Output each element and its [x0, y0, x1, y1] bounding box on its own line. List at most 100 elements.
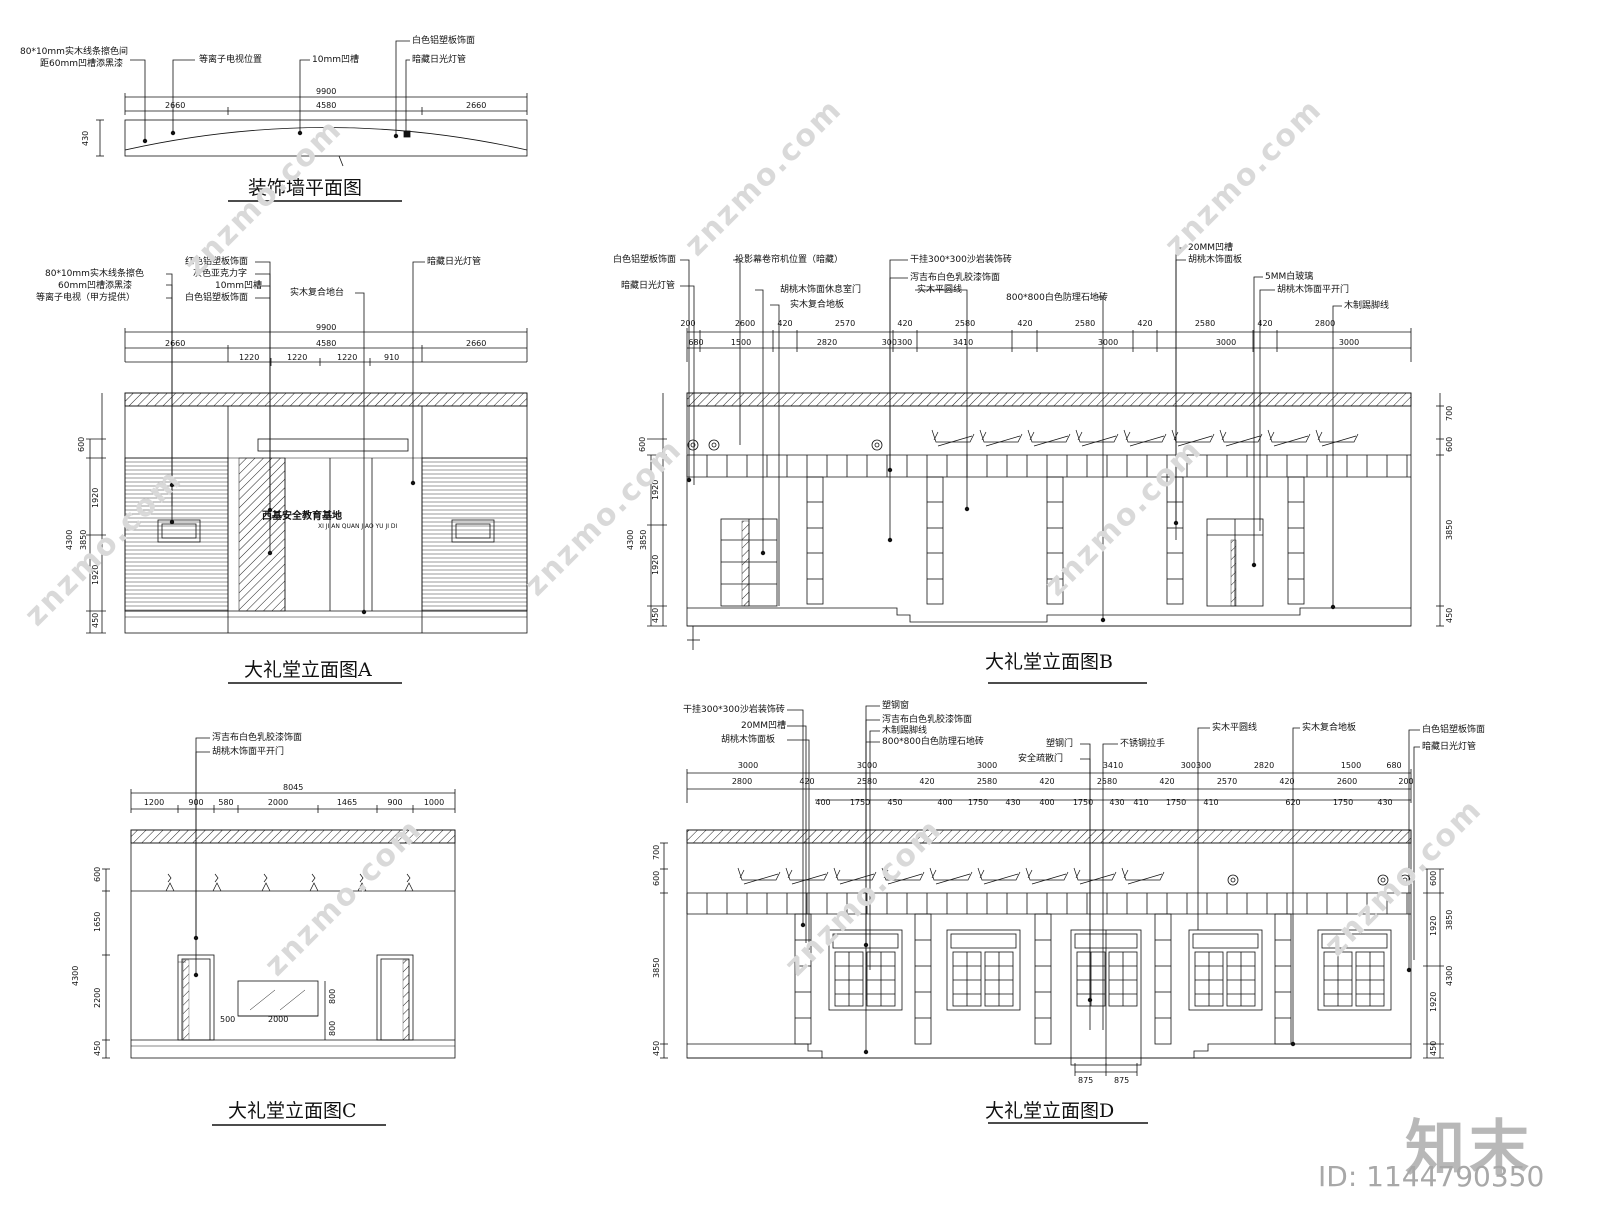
plan-dim-seg: 2660	[466, 101, 486, 110]
light-fixture	[404, 882, 414, 892]
elev-b-vdim: 1920	[651, 555, 660, 575]
elev-d-rdim-total: 4300	[1445, 966, 1454, 986]
light-fixture	[787, 869, 793, 879]
light-fixture	[985, 435, 1021, 447]
elev-b-rdim: 450	[1445, 608, 1454, 623]
elev-a-dim: 2660	[165, 339, 185, 348]
elev-a-label: 60mm凹槽添黑漆	[58, 279, 132, 291]
plan-label-1: 80*10mm实木线条擦色间	[20, 45, 128, 57]
light-fixture	[1315, 429, 1359, 443]
light-fixture	[309, 882, 319, 892]
light-fixture	[887, 873, 923, 885]
elev-b-vdim: 600	[638, 437, 647, 452]
plan-label-3: 等离子电视位置	[199, 53, 262, 65]
elev-a-dim: 2660	[466, 339, 486, 348]
light-fixture	[167, 873, 172, 883]
light-fixture	[406, 873, 411, 883]
elevation-c	[102, 737, 456, 1126]
elev-b-dim: 300300	[882, 338, 913, 347]
elev-c-label: 泻吉布白色乳胶漆饰面	[212, 731, 302, 743]
elevation-d-lights	[737, 867, 1165, 885]
elev-d-dim: 620	[1285, 798, 1300, 807]
elev-d-title: 大礼堂立面图D	[985, 1100, 1114, 1122]
elev-d-dim: 1750	[850, 798, 870, 807]
elev-d-rdim: 450	[1429, 1041, 1438, 1056]
elev-a-dim: 910	[384, 353, 399, 362]
elev-b-label: 暗藏日光灯管	[621, 279, 675, 291]
elev-b-label: 800*800白色防理石地砖	[1006, 291, 1108, 303]
light-fixture	[785, 867, 829, 881]
elev-a-vdim-total: 4300	[65, 530, 74, 550]
light-fixture	[983, 873, 1019, 885]
elev-d-label: 胡桃木饰面板	[721, 733, 775, 745]
elev-d-vdim: 450	[652, 1041, 661, 1056]
elev-d-label: 泻吉布白色乳胶漆饰面	[882, 713, 972, 725]
light-fixture	[1127, 873, 1163, 885]
plan-dim-height: 430	[81, 131, 90, 146]
elev-d-label: 塑钢窗	[882, 699, 909, 711]
elev-d-vdim: 600	[652, 871, 661, 886]
elev-d-dim: 430	[1109, 798, 1124, 807]
elev-c-dim: 2000	[268, 798, 288, 807]
elev-c-vdim: 1650	[93, 912, 102, 932]
elev-b-title: 大礼堂立面图B	[985, 651, 1113, 673]
elev-c-dim: 1465	[337, 798, 357, 807]
elevation-b	[647, 247, 1444, 684]
elev-d-label: 安全疏散门	[1018, 752, 1063, 764]
light-fixture	[1221, 431, 1227, 441]
elev-d-dim: 3000	[738, 761, 758, 770]
elev-b-rdim: 600	[1445, 437, 1454, 452]
light-fixture	[1031, 873, 1067, 885]
elev-a-vdim: 1920	[91, 488, 100, 508]
light-fixture	[1269, 431, 1275, 441]
elev-b-dim: 2820	[817, 338, 837, 347]
light-fixture	[1121, 867, 1165, 881]
light-fixture	[1177, 435, 1213, 447]
light-fixture	[1123, 869, 1129, 879]
elevation-a-labels: 80*10mm实木线条擦色 60mm凹槽添黑漆 等离子电视（甲方提供） 红色铝塑…	[36, 255, 486, 681]
elev-c-dim: 900	[188, 798, 203, 807]
light-fixture	[739, 869, 745, 879]
light-fixture	[743, 873, 779, 885]
elev-d-label: 塑钢门	[1046, 737, 1073, 749]
plan-label-4: 10mm凹槽	[312, 53, 359, 65]
elev-b-vdim: 450	[651, 608, 660, 623]
elev-b-dim: 1500	[731, 338, 751, 347]
light-fixture	[931, 429, 975, 443]
elev-b-dim: 3000	[1098, 338, 1118, 347]
elev-b-label: 20MM凹槽	[1188, 241, 1233, 253]
elev-c-dim-total: 8045	[283, 783, 303, 792]
elev-d-dim: 2570	[1217, 777, 1237, 786]
elev-d-dim: 2580	[977, 777, 997, 786]
elev-d-dim: 400	[937, 798, 952, 807]
light-fixture	[935, 873, 971, 885]
elev-b-dim: 420	[777, 319, 792, 328]
elev-d-label: 800*800白色防理石地砖	[882, 735, 984, 747]
elev-b-label: 5MM白玻璃	[1265, 270, 1313, 282]
elev-d-dim: 420	[1159, 777, 1174, 786]
elev-d-label: 暗藏日光灯管	[1422, 740, 1476, 752]
elev-b-dim: 200	[680, 319, 695, 328]
elev-a-label: 灰色亚克力字	[193, 267, 247, 279]
elev-d-label: 木制踢脚线	[882, 724, 927, 736]
window	[828, 929, 903, 1011]
light-fixture	[1079, 873, 1115, 885]
elev-b-label: 泻吉布白色乳胶漆饰面	[910, 271, 1000, 283]
light-fixture	[881, 867, 925, 881]
window	[1188, 929, 1263, 1011]
light-fixture	[835, 869, 841, 879]
elev-d-dim: 2600	[1337, 777, 1357, 786]
elev-d-dim: 410	[1133, 798, 1148, 807]
light-fixture	[1225, 435, 1261, 447]
elev-b-label: 实木复合地板	[790, 298, 844, 310]
light-fixture	[1171, 429, 1215, 443]
light-fixture	[1081, 435, 1117, 447]
elev-b-dim: 3410	[953, 338, 973, 347]
light-fixture	[212, 882, 222, 892]
light-fixture	[1075, 429, 1119, 443]
elev-c-dim: 1000	[424, 798, 444, 807]
plan-label-2: 距60mm凹槽添黑漆	[40, 57, 123, 69]
elev-a-label: 暗藏日光灯管	[427, 255, 481, 267]
elev-d-label: 20MM凹槽	[741, 719, 786, 731]
